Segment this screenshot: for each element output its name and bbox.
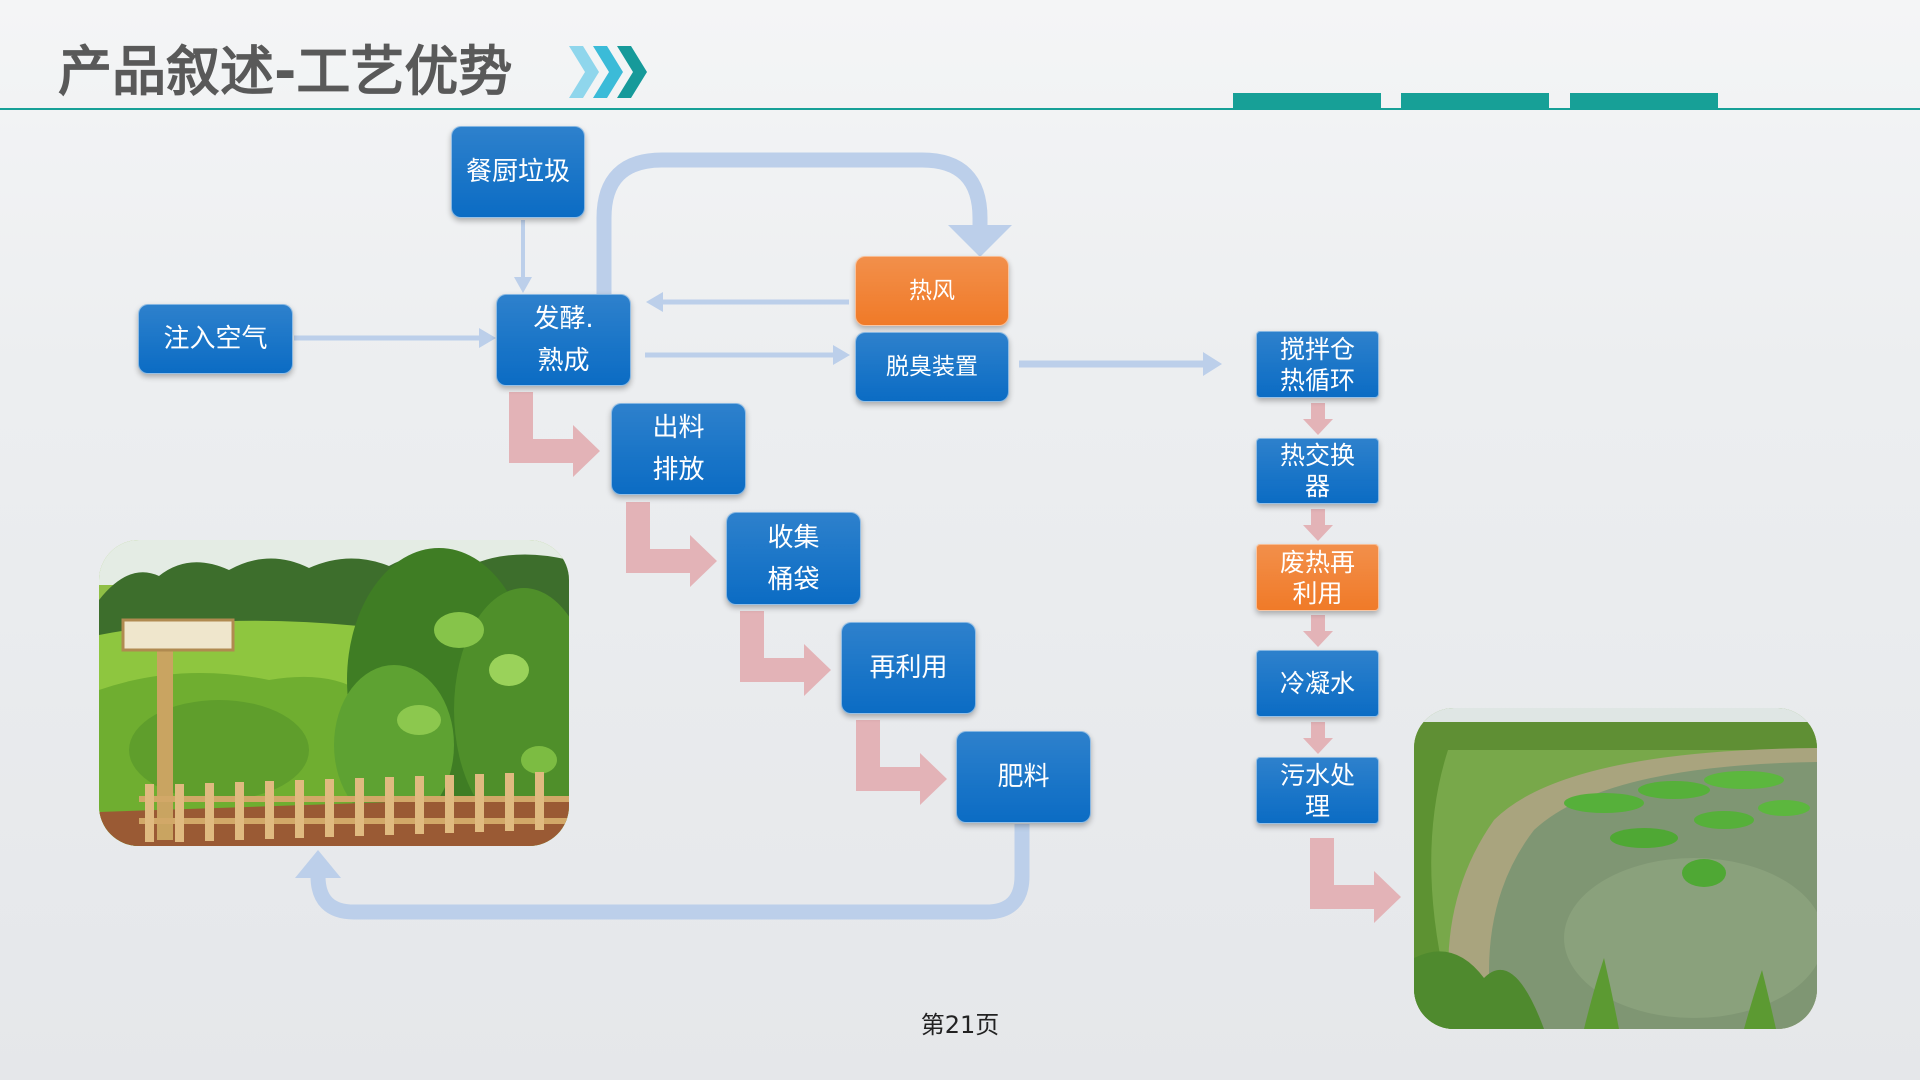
node-condensate: 冷凝水: [1256, 650, 1379, 717]
node-inject-air: 注入空气: [138, 304, 293, 374]
garden-photo: [99, 540, 569, 846]
step-arrow-collect-to-reuse: [740, 611, 831, 696]
node-label: 脱臭装置: [886, 354, 978, 380]
node-label: 肥料: [997, 762, 1050, 792]
header-accent-bar: [1233, 93, 1381, 109]
node-mixer-heat-cycle: 搅拌仓 热循环: [1256, 331, 1379, 398]
header-accent-bar: [1570, 93, 1718, 109]
node-label: 再利用: [869, 653, 948, 683]
step-arrow-down: [1303, 615, 1333, 647]
arrow-kitchen-waste-to-ferment: [514, 220, 532, 293]
node-kitchen-waste: 餐厨垃圾: [451, 126, 585, 218]
header-rule: [0, 108, 1920, 110]
loop-arrow-fertilizer-to-garden: [295, 824, 1030, 920]
node-label-line1: 热交换: [1279, 441, 1355, 470]
node-collect: 收集 桶袋: [726, 512, 861, 605]
node-discharge: 出料 排放: [611, 403, 746, 495]
step-arrow-discharge-to-collect: [626, 502, 717, 587]
chevron-right-icon: [593, 46, 623, 98]
slide-title: 产品叙述-工艺优势: [58, 40, 513, 103]
node-label-line1: 污水处: [1279, 760, 1355, 790]
node-label-line2: 器: [1304, 472, 1330, 501]
step-arrow-down: [1303, 509, 1333, 541]
node-hot-air: 热风: [855, 256, 1009, 326]
node-label-line2: 熟成: [537, 346, 590, 376]
node-heat-exchanger: 热交换 器: [1256, 438, 1379, 504]
step-arrow-down: [1303, 403, 1333, 435]
node-label: 热风: [909, 278, 955, 304]
node-label-line1: 收集: [767, 522, 820, 553]
node-label-line2: 理: [1304, 791, 1330, 821]
node-label-line2: 热循环: [1279, 365, 1355, 395]
title-chevrons: [569, 46, 647, 98]
node-label-line1: 废热再: [1279, 547, 1355, 577]
step-arrow-reuse-to-fertilizer: [856, 720, 947, 805]
node-label-line1: 出料: [652, 413, 705, 443]
page-number: 第21页: [920, 1011, 1000, 1039]
chevron-right-icon: [617, 46, 647, 98]
node-label-line1: 发酵.: [533, 304, 594, 334]
arrow-ferment-to-deodorizer: [645, 345, 850, 365]
arrow-deodorizer-to-mixer: [1019, 352, 1222, 376]
node-deodorizer: 脱臭装置: [855, 332, 1009, 402]
node-label-line1: 搅拌仓: [1279, 334, 1355, 364]
chevron-right-icon: [569, 46, 599, 98]
arrow-air-to-ferment: [294, 328, 496, 348]
node-reuse: 再利用: [841, 622, 976, 714]
header-accent-bar: [1401, 93, 1549, 109]
pond-photo: [1414, 708, 1817, 1029]
loop-arrow-ferment-to-hot-air: [596, 152, 1012, 294]
node-label: 注入空气: [163, 324, 268, 354]
arrow-hot-air-to-ferment: [646, 292, 849, 312]
node-label: 餐厨垃圾: [465, 157, 570, 187]
node-waste-heat-reuse: 废热再 利用: [1256, 544, 1379, 611]
node-label-line2: 桶袋: [767, 564, 820, 595]
node-label-line1: 冷凝水: [1279, 669, 1355, 698]
step-arrow-sewage-to-pond: [1310, 838, 1401, 923]
node-fertilizer: 肥料: [956, 731, 1091, 823]
node-sewage-treatment: 污水处 理: [1256, 757, 1379, 824]
node-ferment: 发酵. 熟成: [496, 294, 631, 386]
step-arrow-down: [1303, 722, 1333, 754]
step-arrow-ferment-to-discharge: [509, 392, 600, 477]
node-label-line2: 排放: [652, 455, 705, 485]
node-label-line2: 利用: [1292, 578, 1343, 608]
